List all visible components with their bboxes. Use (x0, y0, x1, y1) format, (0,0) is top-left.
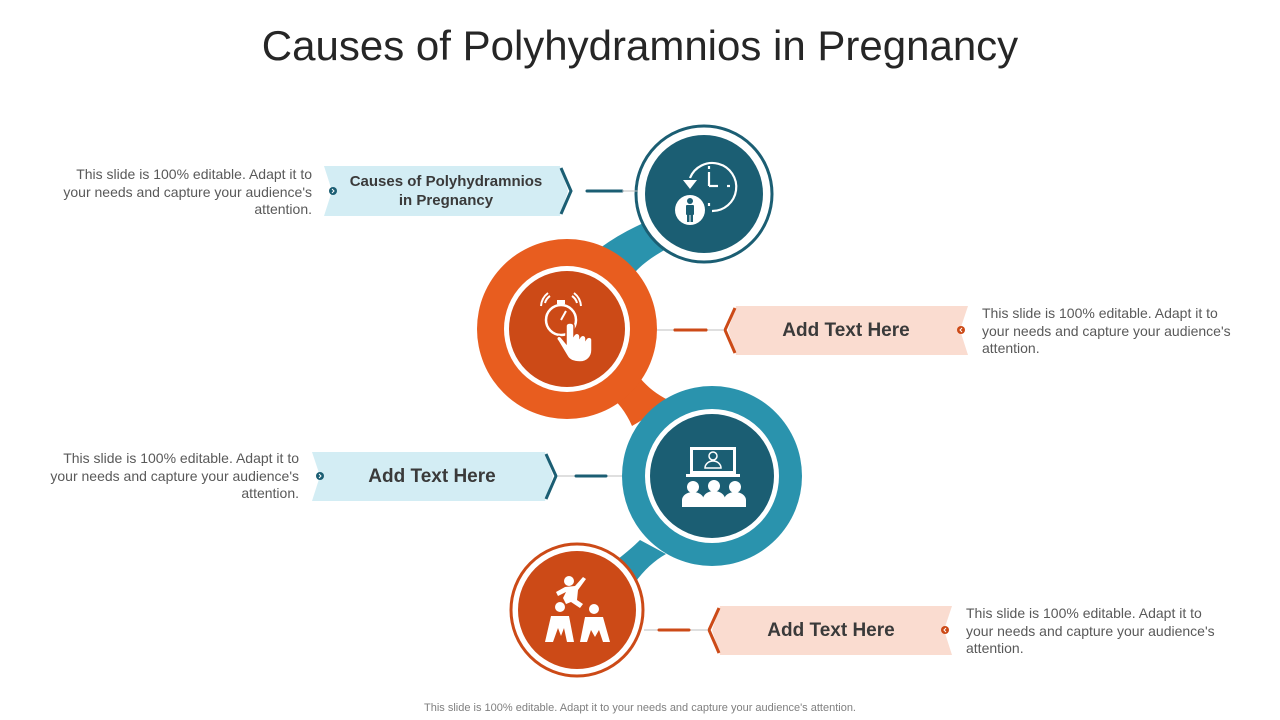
item-4-label: Add Text Here (767, 619, 895, 641)
item-2-label: Add Text Here (782, 319, 910, 341)
item-4-description: This slide is 100% editable. Adapt it to… (966, 605, 1215, 656)
footer-note: This slide is 100% editable. Adapt it to… (424, 702, 856, 714)
teamwork-climb-icon (545, 576, 610, 642)
clock-person-icon (675, 161, 738, 225)
item-1-label-line1: Causes of Polyhydramnios (349, 173, 543, 190)
slide-title: Causes of Polyhydramnios in Pregnancy (261, 22, 1019, 69)
item-1-label: Causes of Polyhydramnios in Pregnancy (336, 166, 556, 216)
stopwatch-hand-icon (540, 292, 593, 363)
item-2-description: This slide is 100% editable. Adapt it to… (982, 305, 1231, 356)
item-3-description: This slide is 100% editable. Adapt it to… (50, 450, 299, 501)
item-1-label-line2: in Pregnancy (398, 192, 494, 209)
label-shape-1 (324, 166, 638, 216)
item-3-label: Add Text Here (368, 465, 496, 487)
item-1-description: This slide is 100% editable. Adapt it to… (63, 166, 312, 217)
presentation-audience-icon (682, 447, 746, 507)
label-shape-2 (657, 306, 968, 355)
label-shape-3 (312, 452, 622, 501)
circle-1 (634, 124, 774, 264)
label-shape-4 (644, 606, 952, 655)
circle-4 (509, 542, 645, 678)
